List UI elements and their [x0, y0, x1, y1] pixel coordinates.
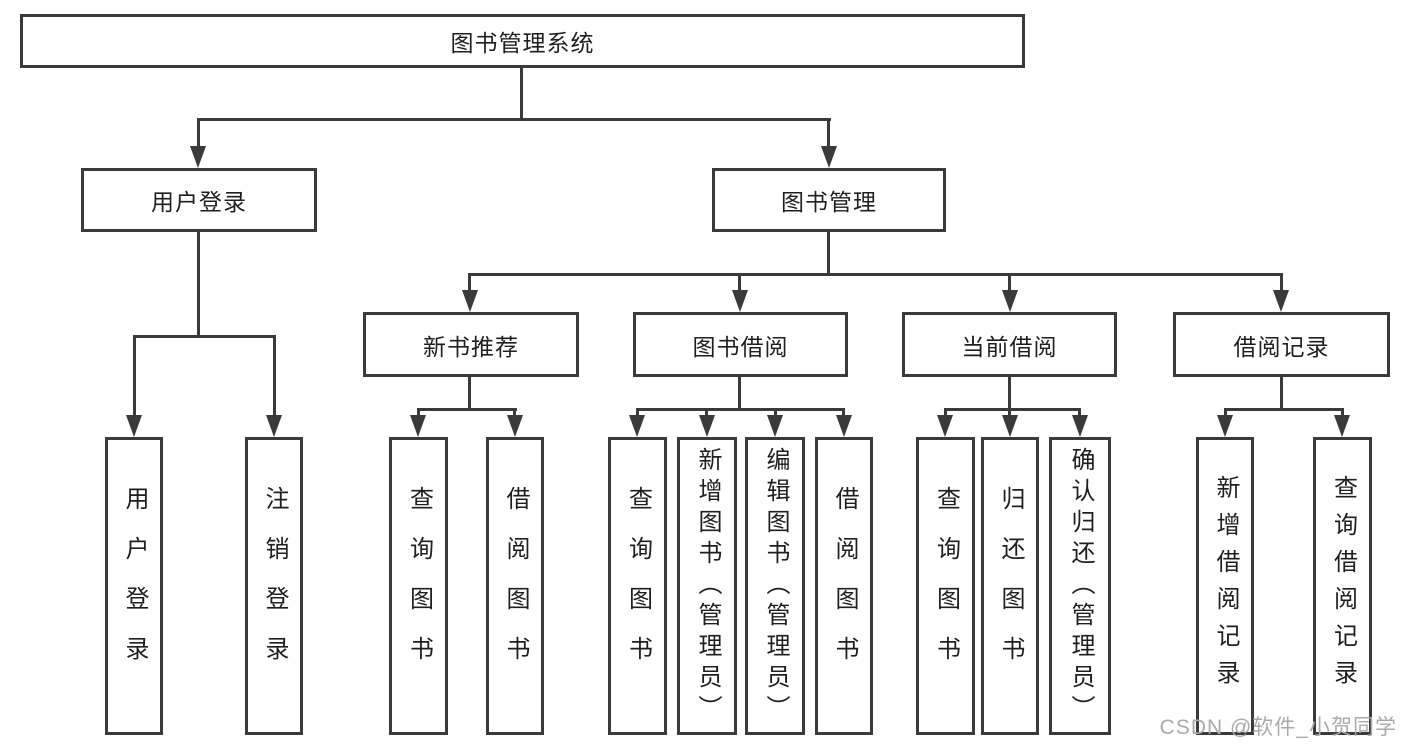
connector-line	[1280, 273, 1283, 293]
node-label: 归还图书	[997, 486, 1024, 686]
node-label: 用户登录	[121, 486, 148, 686]
node-label: 注销登录	[261, 486, 288, 686]
arrow-down-icon	[410, 415, 426, 437]
connector-line	[1341, 408, 1344, 418]
connector-line	[705, 408, 708, 418]
node-current-borrowing: 当前借阅	[902, 312, 1117, 377]
arrow-down-icon	[1002, 290, 1018, 312]
leaf-edit-book-admin: 编辑图书（管理员）	[745, 437, 805, 735]
connector-line	[636, 408, 845, 411]
node-label: 查询图书	[932, 486, 960, 686]
arrow-down-icon	[1217, 415, 1233, 437]
arrow-down-icon	[836, 415, 852, 437]
node-label: 借阅图书	[502, 486, 529, 686]
connector-line	[468, 273, 471, 293]
connector-line	[1078, 408, 1081, 418]
connector-line	[417, 408, 420, 418]
arrow-down-icon	[699, 415, 715, 437]
connector-line	[197, 118, 831, 121]
leaf-return-book: 归还图书	[981, 437, 1039, 735]
node-library-management-system: 图书管理系统	[20, 14, 1025, 68]
arrow-down-icon	[732, 290, 748, 312]
node-borrow-records: 借阅记录	[1173, 312, 1390, 377]
leaf-query-books-borrowing: 查询图书	[608, 437, 667, 735]
connector-line	[133, 335, 136, 419]
leaf-confirm-return-admin: 确认归还（管理员）	[1049, 437, 1111, 735]
connector-line	[944, 408, 1081, 411]
arrow-down-icon	[126, 415, 142, 437]
arrow-down-icon	[1002, 415, 1018, 437]
connector-line	[738, 377, 741, 408]
arrow-down-icon	[821, 146, 837, 168]
connector-line	[1224, 408, 1227, 418]
node-label: 借阅图书	[831, 486, 858, 686]
connector-line	[1008, 408, 1011, 418]
node-label: 新书推荐	[423, 333, 519, 360]
node-label: 查询借阅记录	[1329, 475, 1357, 697]
leaf-add-borrow-record: 新增借阅记录	[1196, 437, 1254, 735]
connector-line	[1008, 273, 1011, 293]
leaf-add-book-admin: 新增图书（管理员）	[677, 437, 737, 735]
connector-line	[1224, 408, 1344, 411]
node-label: 确认归还（管理员）	[1067, 446, 1094, 726]
arrow-down-icon	[629, 415, 645, 437]
connector-line	[273, 335, 276, 419]
arrow-down-icon	[1334, 415, 1350, 437]
node-label: 当前借阅	[961, 333, 1058, 360]
connector-line	[197, 232, 200, 335]
connector-line	[469, 273, 1283, 276]
arrow-down-icon	[937, 415, 953, 437]
node-label: 图书管理	[781, 189, 877, 215]
arrow-down-icon	[767, 415, 783, 437]
connector-line	[417, 408, 517, 411]
connector-line	[636, 408, 639, 418]
leaf-query-books-recommend: 查询图书	[389, 437, 448, 735]
leaf-logout: 注销登录	[245, 437, 303, 735]
connector-line	[827, 232, 830, 273]
arrow-down-icon	[507, 415, 523, 437]
node-label: 编辑图书（管理员）	[762, 446, 789, 726]
leaf-query-books-current: 查询图书	[916, 437, 975, 735]
node-book-borrowing: 图书借阅	[633, 312, 848, 377]
connector-line	[774, 408, 777, 418]
leaf-borrow-books-recommend: 借阅图书	[486, 437, 544, 735]
connector-line	[197, 118, 200, 150]
arrow-down-icon	[1273, 290, 1289, 312]
arrow-down-icon	[462, 290, 478, 312]
node-label: 借阅记录	[1233, 333, 1330, 360]
csdn-watermark: CSDN @软件_小贺同学	[1159, 716, 1397, 739]
connector-line	[513, 408, 516, 418]
connector-line	[944, 408, 947, 418]
node-label: 图书借阅	[692, 333, 789, 360]
arrow-down-icon	[266, 415, 282, 437]
connector-line	[827, 118, 830, 150]
node-book-management: 图书管理	[712, 168, 946, 232]
connector-line	[468, 377, 471, 408]
arrow-down-icon	[1072, 415, 1088, 437]
node-new-book-recommend: 新书推荐	[363, 312, 579, 377]
connector-line	[1280, 377, 1283, 408]
node-label: 新增借阅记录	[1212, 475, 1239, 697]
node-label: 图书管理系统	[450, 30, 595, 56]
node-label: 查询图书	[405, 486, 433, 686]
connector-line	[1008, 377, 1011, 408]
node-label: 用户登录	[151, 189, 247, 215]
connector-line	[133, 335, 276, 338]
leaf-query-borrow-record: 查询借阅记录	[1313, 437, 1372, 735]
node-user-login: 用户登录	[81, 168, 317, 232]
connector-line	[842, 408, 845, 418]
node-label: 查询图书	[624, 486, 652, 686]
leaf-borrow-book: 借阅图书	[815, 437, 873, 735]
leaf-user-login: 用户登录	[105, 437, 163, 735]
arrow-down-icon	[190, 146, 206, 168]
connector-line	[738, 273, 741, 293]
node-label: 新增图书（管理员）	[694, 446, 721, 726]
connector-line	[520, 68, 523, 118]
